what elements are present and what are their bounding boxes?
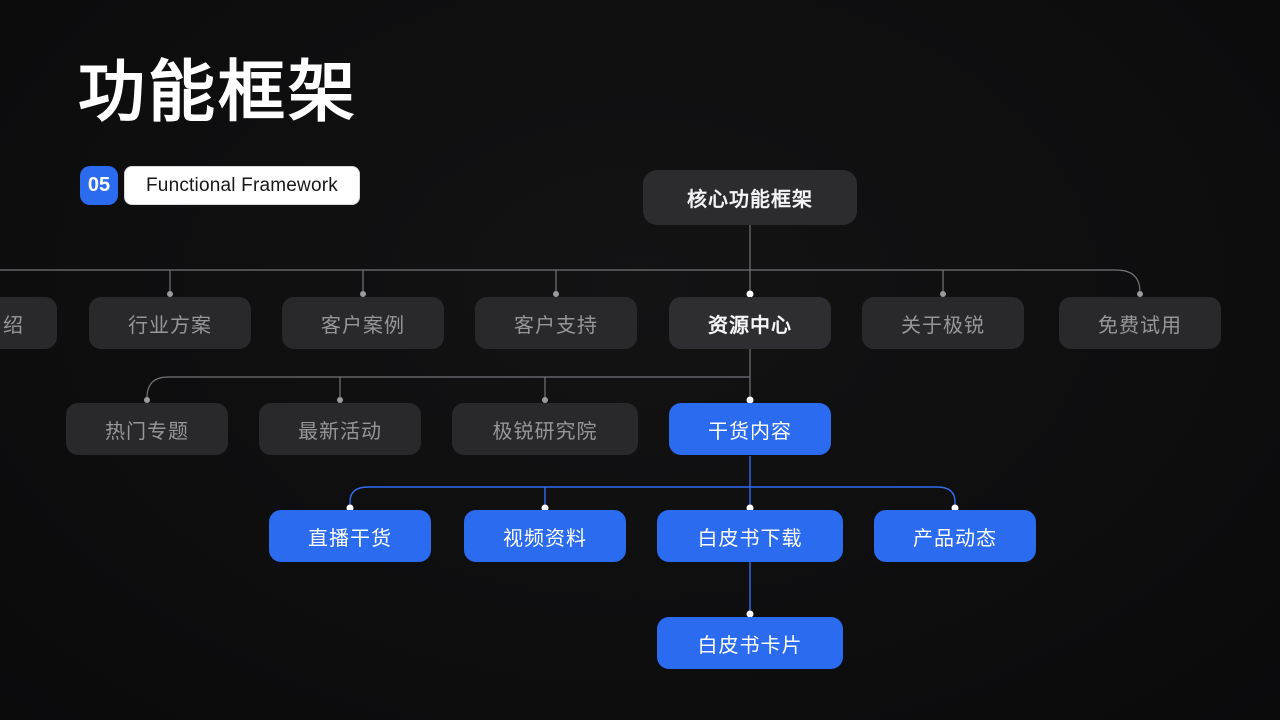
node-l2-resource-center: 资源中心 <box>669 297 831 349</box>
page-title: 功能框架 <box>78 55 358 130</box>
node-l5-whitepaper-card: 白皮书卡片 <box>657 617 843 669</box>
node-l4-product-news: 产品动态 <box>874 510 1036 562</box>
node-l3-valuable-content: 干货内容 <box>669 403 831 455</box>
node-l3-hot-topics: 热门专题 <box>66 403 228 455</box>
node-l2-industry-solutions: 行业方案 <box>89 297 251 349</box>
node-l4-whitepaper-download: 白皮书下载 <box>657 510 843 562</box>
node-l2-clipped: 绍 <box>0 297 57 349</box>
subtitle-badge-row: 05 Functional Framework <box>80 166 360 205</box>
node-l3-latest-events: 最新活动 <box>259 403 421 455</box>
section-number-badge: 05 <box>80 166 118 205</box>
junction-dots <box>144 290 1143 618</box>
node-l2-free-trial: 免费试用 <box>1059 297 1221 349</box>
node-l3-research-institute: 极锐研究院 <box>452 403 638 455</box>
node-root-core-framework: 核心功能框架 <box>643 170 857 225</box>
node-l2-customer-cases: 客户案例 <box>282 297 444 349</box>
node-l2-customer-support: 客户支持 <box>475 297 637 349</box>
section-subtitle-pill: Functional Framework <box>124 166 360 205</box>
node-l4-video-materials: 视频资料 <box>464 510 626 562</box>
node-l2-about-us: 关于极锐 <box>862 297 1024 349</box>
node-l4-live-content: 直播干货 <box>269 510 431 562</box>
